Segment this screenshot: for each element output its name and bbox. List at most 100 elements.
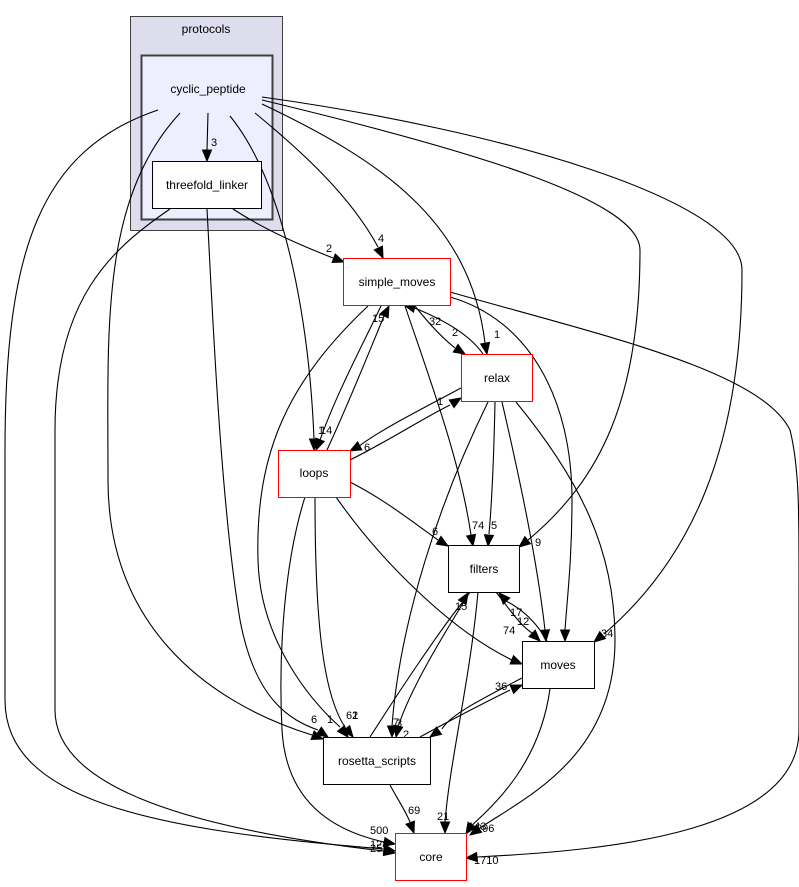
node-threefold-linker-box <box>152 161 262 209</box>
edge-weight-label[interactable]: 12 <box>517 616 529 628</box>
arrowhead-icon <box>439 821 451 835</box>
edge-weight-label[interactable]: 36 <box>495 681 507 693</box>
edge-weight-label[interactable]: 2 <box>352 710 358 722</box>
edge-filters-to-rosetta-scripts[interactable]: 3 <box>393 591 471 739</box>
edge-loops-to-filters[interactable]: 6 <box>349 481 450 547</box>
edge-weight-label[interactable]: 74 <box>472 520 484 532</box>
edge-filters-to-moves[interactable]: 12 <box>495 591 541 642</box>
edge-rosetta-scripts-to-moves[interactable]: 36 <box>419 681 524 738</box>
edge-relax-to-core[interactable]: 296 <box>468 401 616 836</box>
edge-weight-label[interactable]: 1 <box>494 329 500 341</box>
node-loops[interactable]: loops <box>278 450 351 498</box>
edge-line <box>261 99 641 541</box>
edge-line <box>444 591 479 823</box>
edge-weight-label[interactable]: 2 <box>326 243 332 255</box>
edge-filters-to-core[interactable]: 21 <box>437 591 479 835</box>
edge-weight-label[interactable]: 1 <box>437 396 443 408</box>
edge-cyclic-peptide-to-simple-moves[interactable]: 4 <box>254 112 384 260</box>
arrowhead-icon <box>528 629 541 642</box>
arrowhead-icon <box>331 253 346 263</box>
edge-rosetta-scripts-to-filters[interactable]: 15 <box>369 591 469 738</box>
edge-simple-moves-to-filters[interactable]: 74 <box>404 305 484 548</box>
arrowhead-icon <box>435 535 450 547</box>
edge-rosetta-scripts-to-core[interactable]: 69 <box>389 784 420 835</box>
edge-relax-to-simple-moves[interactable]: 32 <box>402 302 484 355</box>
edge-threefold-linker-to-core[interactable]: 25 <box>54 208 397 857</box>
node-core-label: core <box>419 850 443 864</box>
node-simple-moves-label: simple_moves <box>359 275 436 289</box>
edge-weight-label[interactable]: 34 <box>601 628 613 640</box>
edge-threefold-linker-to-simple-moves[interactable]: 2 <box>232 208 346 263</box>
edge-weight-label[interactable]: 25 <box>370 843 382 855</box>
edge-weight-label[interactable]: 6 <box>432 526 438 538</box>
edge-loops-to-relax[interactable]: 1 <box>349 396 463 461</box>
edge-weight-label[interactable]: 7 <box>393 717 399 729</box>
edge-relax-to-loops[interactable]: 6 <box>348 387 462 454</box>
edge-weight-label[interactable]: 4 <box>378 233 384 245</box>
edge-weight-label[interactable]: 2 <box>452 327 458 339</box>
edge-weight-label[interactable]: 6 <box>311 714 317 726</box>
edge-weight-label[interactable]: 143 <box>468 821 486 833</box>
arrowhead-icon <box>393 724 404 739</box>
edge-line <box>441 677 523 730</box>
edge-cyclic-peptide-to-filters[interactable]: 9 <box>261 99 641 549</box>
node-threefold-linker[interactable]: threefold_linker <box>152 161 262 209</box>
edge-loops-to-moves[interactable]: 74 <box>335 496 524 665</box>
node-core[interactable]: core <box>395 833 467 881</box>
edge-weight-label[interactable]: 3 <box>211 137 217 149</box>
edge-weight-label[interactable]: 74 <box>503 625 515 637</box>
edge-line <box>232 208 334 259</box>
edge-cyclic-peptide-to-relax[interactable]: 1 <box>261 103 500 356</box>
edge-weight-label[interactable]: 1710 <box>474 855 498 867</box>
edge-weight-label[interactable]: 69 <box>408 805 420 817</box>
edge-weight-label[interactable]: 2 <box>403 729 409 741</box>
edge-simple-moves-to-rosetta-scripts[interactable]: 61 <box>257 305 369 739</box>
edge-line <box>107 112 313 736</box>
arrowhead-icon <box>509 684 524 695</box>
edge-simple-moves-to-loops[interactable]: 14 <box>315 305 382 452</box>
edge-weight-label[interactable]: 14 <box>320 425 332 437</box>
edge-simple-moves-to-relax[interactable]: 2 <box>414 305 467 355</box>
edge-weight-label[interactable]: 32 <box>429 316 441 328</box>
edge-moves-to-core[interactable]: 143 <box>465 688 551 836</box>
edge-loops-to-simple-moves[interactable]: 15 <box>326 304 390 451</box>
node-rosetta-scripts-label: rosetta_scripts <box>338 754 416 768</box>
node-relax[interactable]: relax <box>461 354 533 402</box>
node-moves[interactable]: moves <box>522 641 595 689</box>
edge-weight-label[interactable]: 17 <box>510 607 522 619</box>
edge-weight-label[interactable]: 1 <box>327 714 333 726</box>
edge-moves-to-filters[interactable]: 17 <box>498 592 548 642</box>
edge-relax-to-filters[interactable]: 5 <box>483 401 497 548</box>
edge-loops-to-core[interactable]: 500 <box>280 496 397 848</box>
edge-loops-to-rosetta-scripts[interactable]: 2 <box>314 496 358 739</box>
edge-weight-label[interactable]: 15 <box>372 313 384 325</box>
edge-line <box>357 387 462 448</box>
edge-line <box>4 109 385 850</box>
edge-weight-label[interactable]: 6 <box>364 442 370 454</box>
edge-weight-label[interactable]: 61 <box>346 710 358 722</box>
edge-weight-label[interactable]: 296 <box>476 823 494 835</box>
arrowhead-icon <box>379 304 390 319</box>
node-rosetta-scripts[interactable]: rosetta_scripts <box>323 737 431 785</box>
edge-weight-label[interactable]: 500 <box>370 825 388 837</box>
edge-weight-label[interactable]: 1 <box>318 425 324 437</box>
node-simple-moves[interactable]: simple_moves <box>343 258 451 306</box>
edge-cyclic-peptide-to-threefold-linker[interactable]: 3 <box>201 112 218 163</box>
node-filters[interactable]: filters <box>448 545 520 593</box>
edge-weight-label[interactable]: 9 <box>535 537 541 549</box>
edge-moves-to-rosetta-scripts[interactable]: 2 <box>403 677 523 741</box>
edge-line <box>397 591 471 728</box>
edge-relax-to-rosetta-scripts[interactable]: 7 <box>386 401 489 739</box>
edge-weight-label[interactable]: 21 <box>437 811 449 823</box>
edge-line <box>414 305 456 349</box>
edge-weight-label[interactable]: 5 <box>491 520 497 532</box>
edge-line <box>206 208 319 731</box>
edge-weight-label[interactable]: 3 <box>396 718 402 730</box>
arrowhead-icon <box>373 245 384 260</box>
edge-cyclic-peptide-to-moves[interactable]: 34 <box>261 96 743 643</box>
edge-line <box>501 401 546 631</box>
edge-weight-label[interactable]: 15 <box>455 601 467 613</box>
edge-threefold-linker-to-rosetta-scripts[interactable]: 1 <box>206 208 333 738</box>
arrowhead-icon <box>465 533 477 548</box>
